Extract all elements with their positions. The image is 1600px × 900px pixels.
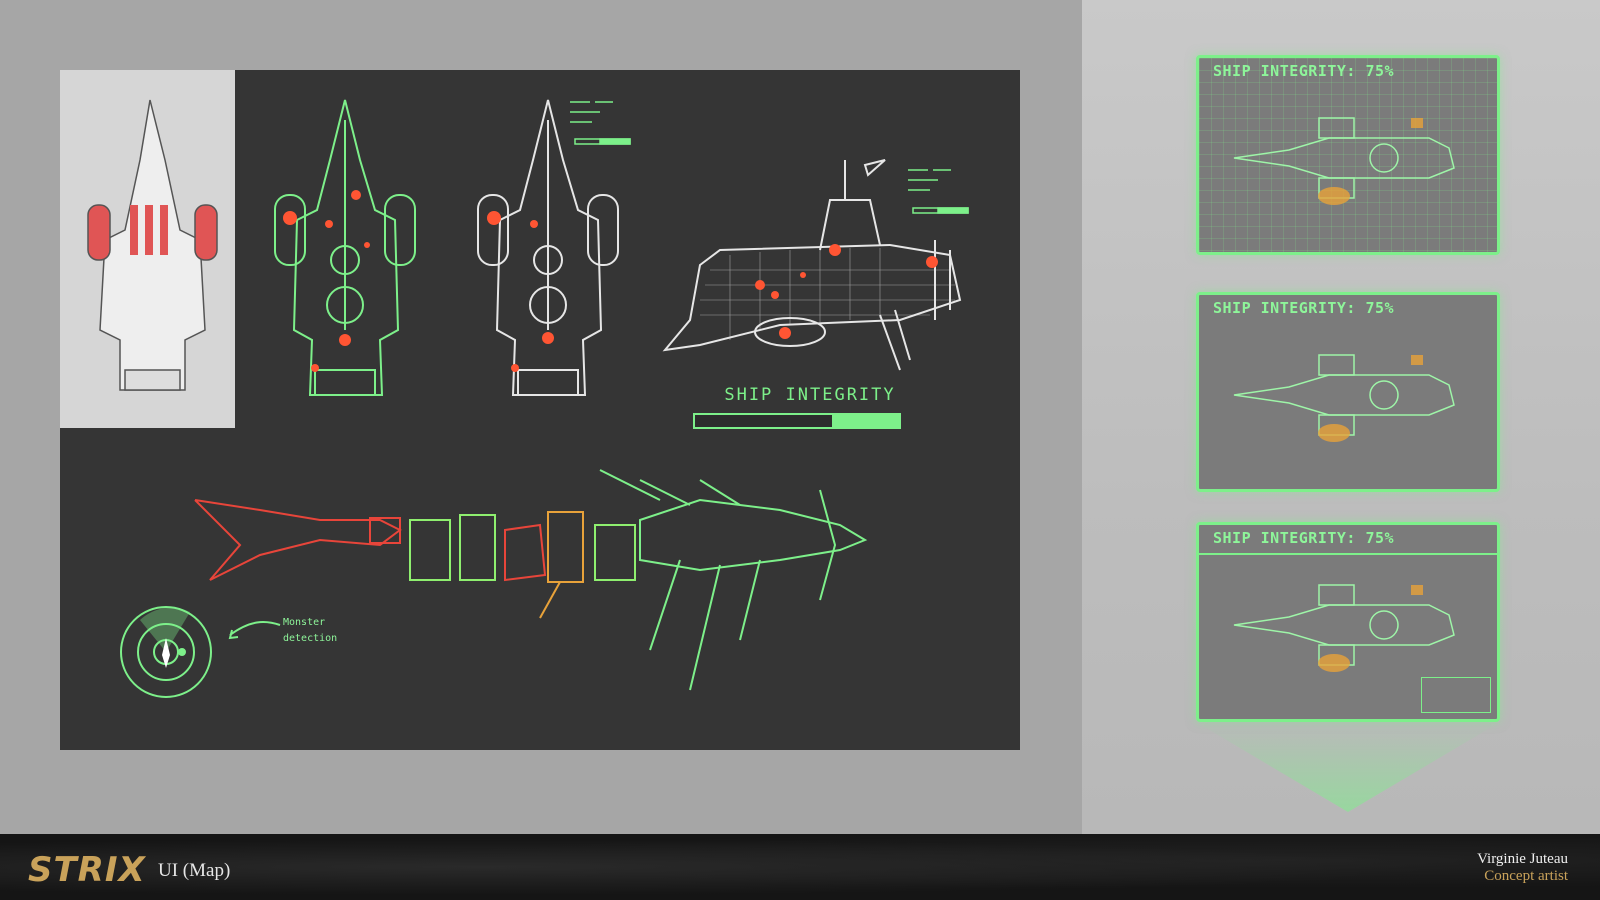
monster-mid — [409, 514, 636, 581]
hud-panel-3: SHIP INTEGRITY: 75% — [1196, 522, 1500, 722]
hud-panel-2: SHIP INTEGRITY: 75% — [1196, 292, 1500, 492]
green-ship — [274, 99, 416, 396]
hud-title: SHIP INTEGRITY: 75% — [1213, 529, 1395, 547]
hud-ship-icon — [1233, 354, 1455, 442]
integrity-bar — [693, 413, 901, 429]
monster-note-line1: Monster — [283, 617, 326, 628]
monster-orange-segment — [539, 511, 584, 619]
author-credit: Virginie Juteau Concept artist — [1477, 851, 1568, 885]
side-view-ship — [662, 159, 962, 371]
hud-title: SHIP INTEGRITY: 75% — [1213, 299, 1395, 317]
author-role: Concept artist — [1484, 868, 1568, 884]
page-title: UI (Map) — [158, 860, 231, 881]
monster-head — [599, 469, 868, 691]
white-ship — [477, 99, 619, 396]
mini-integrity-note-1 — [570, 101, 631, 145]
board-drawings — [87, 99, 969, 698]
hud-ship-icon — [1233, 117, 1455, 205]
integrity-bar-fill — [831, 415, 899, 427]
mini-integrity-note-2 — [908, 169, 969, 214]
integrity-label: SHIP INTEGRITY — [724, 385, 896, 405]
radar-icon — [120, 606, 281, 698]
monster-detection-note: Monster detection — [283, 615, 337, 647]
hud-title: SHIP INTEGRITY: 75% — [1213, 62, 1395, 80]
hud-stats-box — [1421, 677, 1491, 713]
hud-ship-icon — [1233, 584, 1455, 672]
hud-divider — [1199, 553, 1497, 555]
monster-tail — [194, 499, 547, 582]
sketch-ship — [87, 99, 218, 391]
author-name: Virginie Juteau — [1477, 851, 1568, 867]
monster-note-line2: detection — [283, 633, 338, 644]
strix-logo: STRIX — [28, 850, 146, 890]
hud-panel-1: SHIP INTEGRITY: 75% — [1196, 55, 1500, 255]
footer-bar — [0, 834, 1600, 900]
